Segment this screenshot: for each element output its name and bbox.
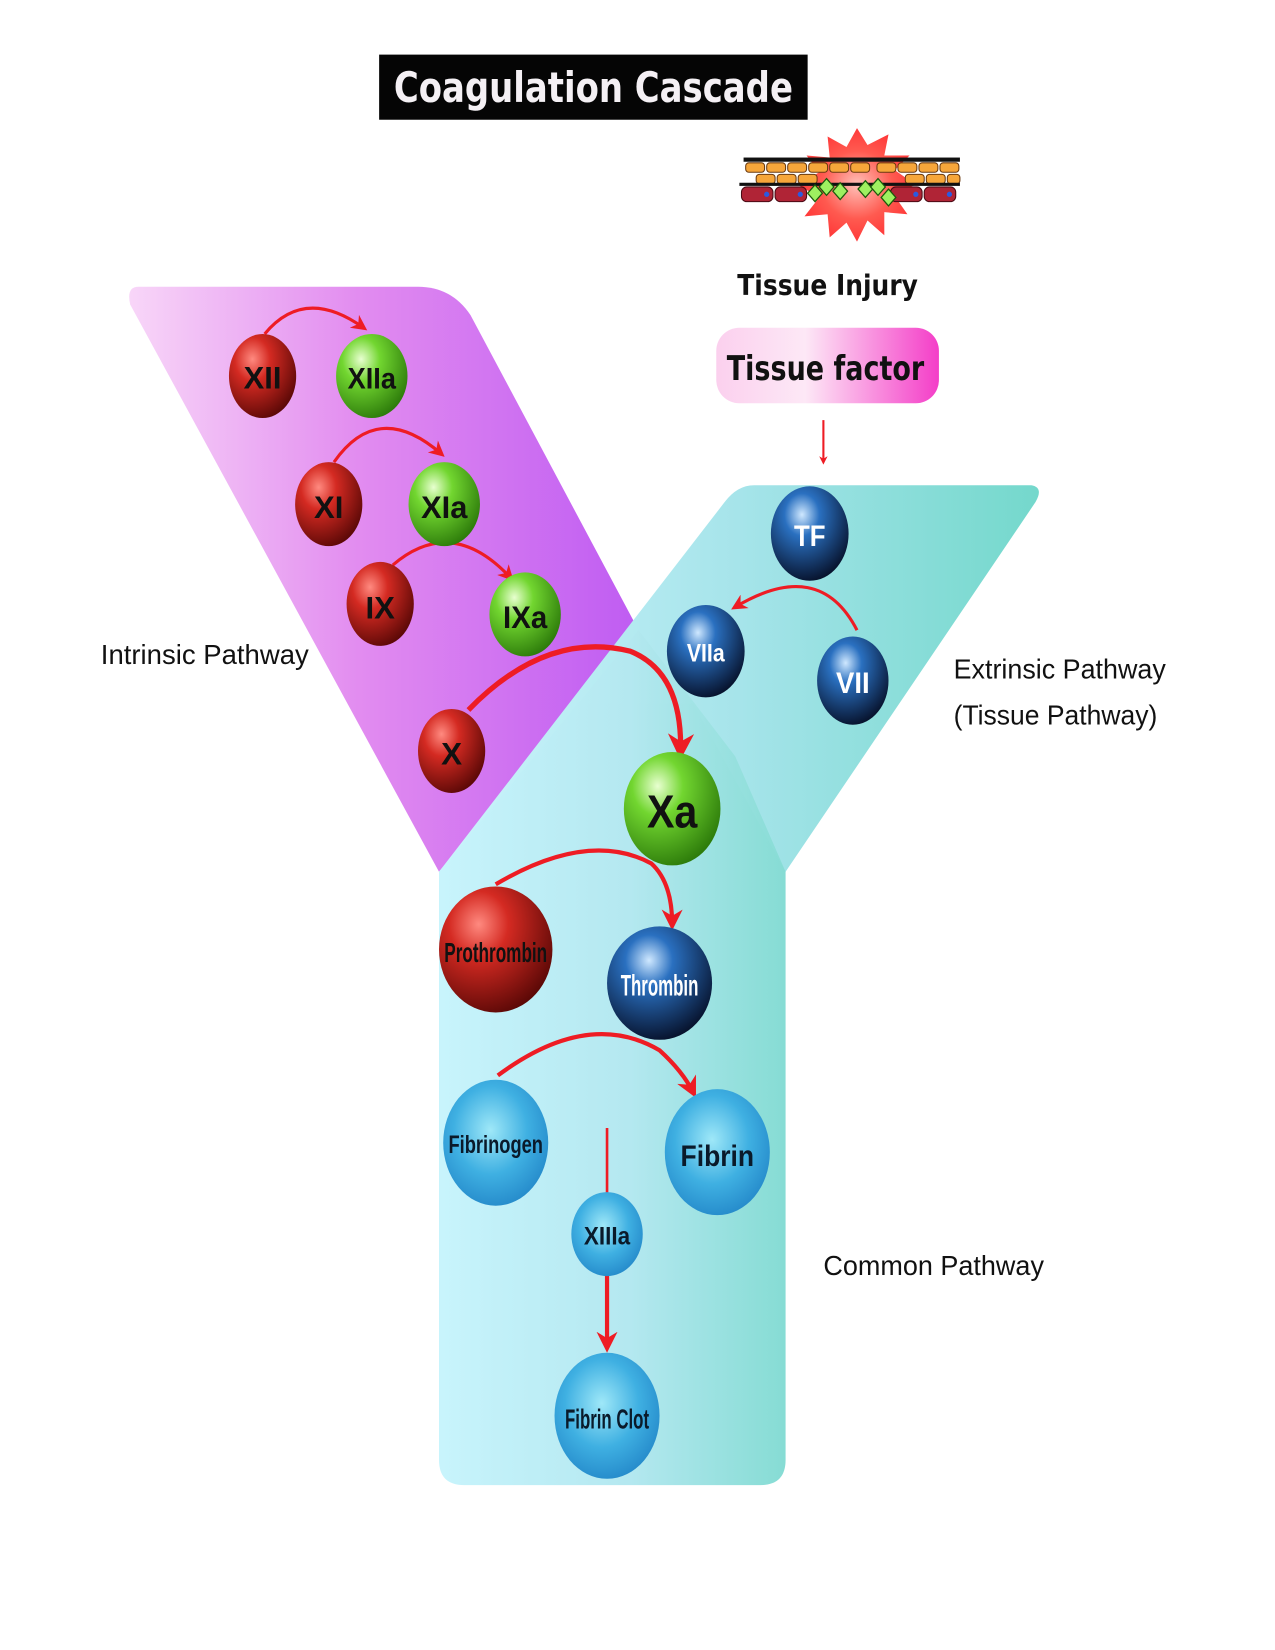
node-thrombin: Thrombin bbox=[607, 926, 713, 1040]
svg-text:X: X bbox=[441, 736, 462, 772]
tissue-factor-box: Tissue factor bbox=[716, 327, 939, 404]
node-xiia: XIIa bbox=[336, 333, 408, 419]
node-ixa: IXa bbox=[489, 572, 561, 657]
tissue-factor-label: Tissue factor bbox=[727, 349, 925, 388]
svg-text:XIIIa: XIIIa bbox=[584, 1223, 631, 1251]
svg-text:XIIa: XIIa bbox=[348, 363, 397, 396]
node-vii: VII bbox=[817, 636, 889, 725]
svg-text:Xa: Xa bbox=[647, 786, 698, 838]
svg-text:XI: XI bbox=[314, 489, 343, 525]
title-banner: Coagulation Cascade bbox=[379, 54, 808, 120]
arrow-fibrinogen-fibrin bbox=[496, 1032, 696, 1098]
svg-text:Fibrin: Fibrin bbox=[681, 1140, 755, 1173]
node-tf: TF bbox=[770, 486, 849, 581]
tissue-injury-icon bbox=[739, 128, 961, 242]
intrinsic-pathway-label: Intrinsic Pathway bbox=[101, 639, 309, 670]
common-pathway-label: Common Pathway bbox=[823, 1250, 1044, 1281]
svg-text:TF: TF bbox=[794, 520, 826, 553]
node-ix: IX bbox=[346, 561, 414, 646]
activation-arrows bbox=[263, 306, 859, 1353]
svg-text:XIa: XIa bbox=[421, 489, 468, 525]
node-prothrombin: Prothrombin bbox=[439, 886, 553, 1013]
svg-text:Thrombin: Thrombin bbox=[621, 970, 699, 1003]
arrow-xi-xia bbox=[332, 426, 445, 464]
svg-text:IX: IX bbox=[365, 590, 394, 626]
node-viia: VIIa bbox=[666, 604, 745, 698]
svg-text:VII: VII bbox=[836, 667, 870, 700]
node-xa: Xa bbox=[623, 752, 721, 866]
tissue-injury-label: Tissue Injury bbox=[737, 269, 918, 302]
node-fibrin: Fibrin bbox=[664, 1089, 770, 1216]
arrow-xii-xiia bbox=[263, 306, 368, 335]
page-title: Coagulation Cascade bbox=[394, 63, 793, 112]
svg-text:Fibrin Clot: Fibrin Clot bbox=[565, 1403, 649, 1434]
node-xii: XII bbox=[228, 333, 297, 419]
arrow-prothrombin-thrombin bbox=[494, 848, 683, 931]
svg-text:Prothrombin: Prothrombin bbox=[444, 937, 547, 968]
arrow-vii-viia bbox=[731, 585, 859, 631]
node-fibrin-clot: Fibrin Clot bbox=[554, 1352, 660, 1479]
arrow-x-xa bbox=[466, 644, 695, 760]
svg-text:IXa: IXa bbox=[503, 599, 548, 635]
svg-text:VIIa: VIIa bbox=[687, 640, 726, 668]
node-xiiia: XIIIa bbox=[571, 1192, 643, 1277]
node-xi: XI bbox=[295, 462, 363, 547]
node-xia: XIa bbox=[408, 462, 480, 547]
node-fibrinogen: Fibrinogen bbox=[443, 1079, 549, 1206]
svg-text:Fibrinogen: Fibrinogen bbox=[448, 1131, 543, 1159]
extrinsic-pathway-label: Extrinsic Pathway bbox=[954, 653, 1166, 684]
tissue-pathway-label: (Tissue Pathway) bbox=[954, 700, 1158, 731]
node-x: X bbox=[417, 708, 486, 793]
svg-text:XII: XII bbox=[244, 360, 282, 396]
